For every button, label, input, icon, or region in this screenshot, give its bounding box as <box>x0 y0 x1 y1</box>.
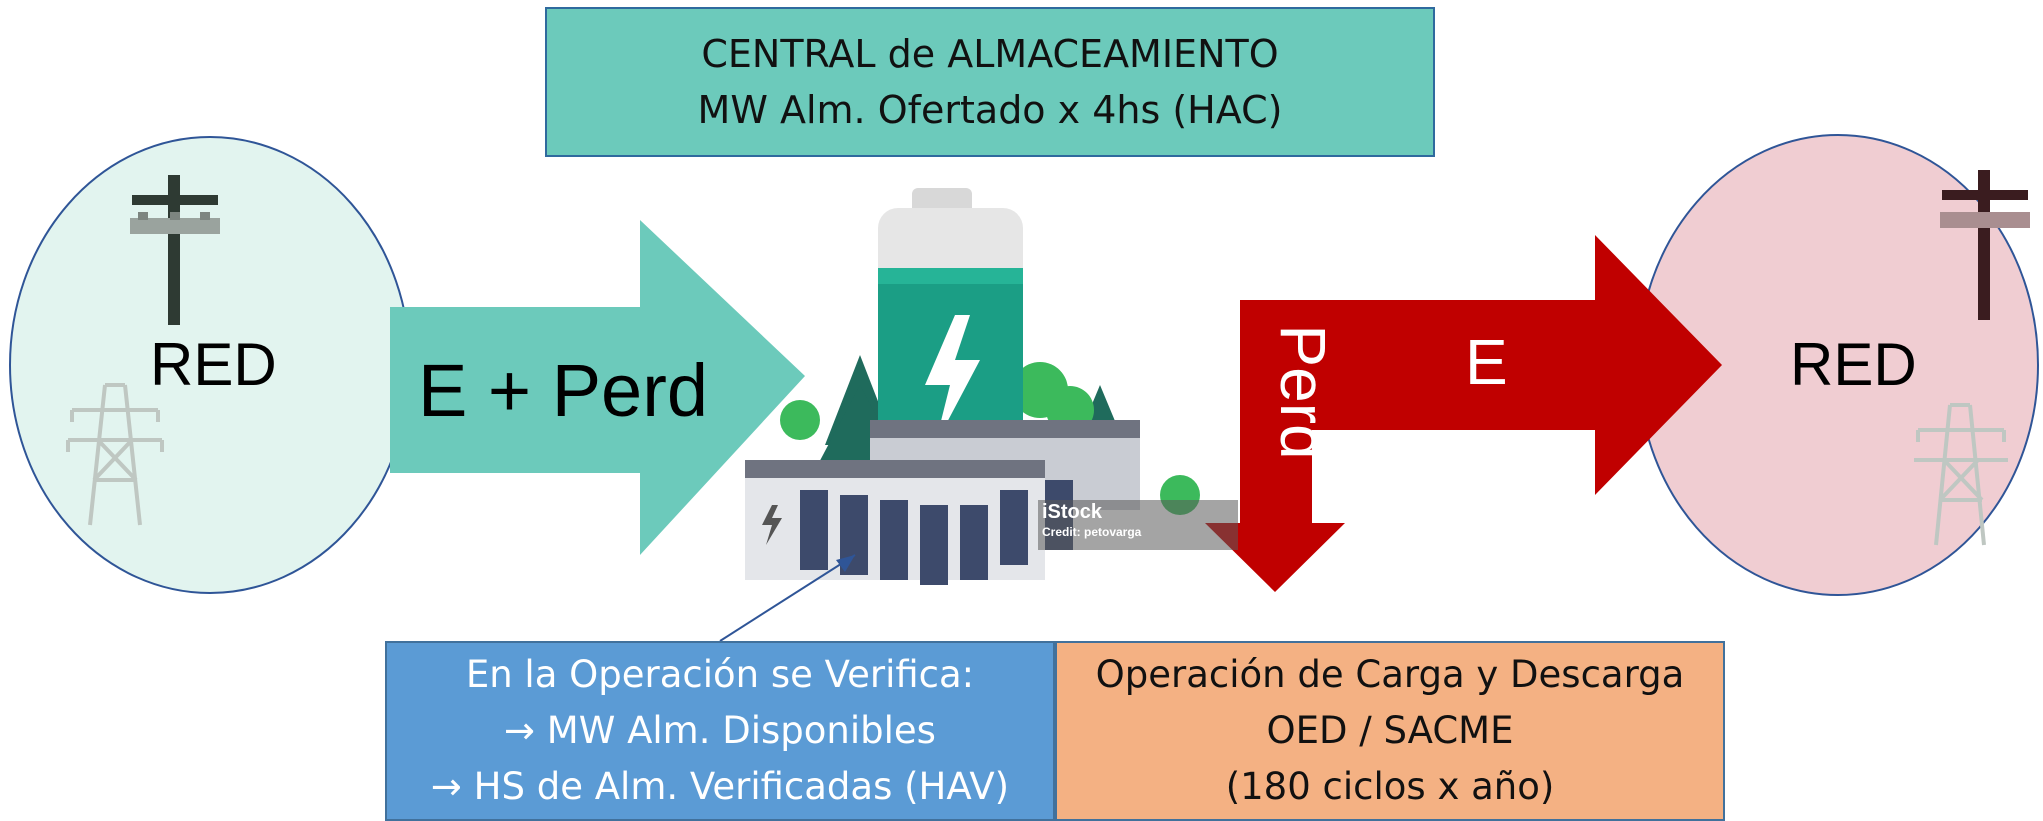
output-arrow <box>1312 235 1722 495</box>
loss-arrow-label: Perd <box>1267 324 1339 460</box>
utility-pole-icon <box>130 175 220 325</box>
utility-pole-icon <box>1940 170 2030 320</box>
connector-line <box>719 554 856 642</box>
verification-line-3: → HS de Alm. Verificadas (HAV) <box>430 765 1010 808</box>
central-storage-box: CENTRAL de ALMACEAMIENTO MW Alm. Ofertad… <box>545 7 1435 157</box>
verification-box: En la Operación se Verifica: → MW Alm. D… <box>385 641 1055 821</box>
central-subtitle: MW Alm. Ofertado x 4hs (HAC) <box>697 88 1283 132</box>
transmission-tower-icon <box>1914 403 2008 546</box>
operation-line-2: OED / SACME <box>1266 709 1514 752</box>
output-arrow-label: E <box>1465 326 1508 398</box>
stock-watermark: iStock Credit: petovarga <box>1038 500 1238 550</box>
left-network-label: RED <box>150 331 277 398</box>
verification-line-1: En la Operación se Verifica: <box>465 653 975 696</box>
operation-line-3: (180 ciclos x año) <box>1225 765 1555 808</box>
operation-box: Operación de Carga y Descarga OED / SACM… <box>1055 641 1725 821</box>
verification-line-2: → MW Alm. Disponibles <box>504 709 936 752</box>
right-network-label: RED <box>1790 331 1917 398</box>
watermark-brand: iStock <box>1042 501 1103 523</box>
connector-arrowhead <box>836 555 855 572</box>
input-arrow <box>390 220 805 555</box>
watermark-credit: Credit: petovarga <box>1042 525 1142 539</box>
central-title: CENTRAL de ALMACEAMIENTO <box>701 32 1279 76</box>
input-arrow-label: E + Perd <box>418 349 709 432</box>
transmission-tower-icon <box>66 383 164 526</box>
loss-arrow <box>1205 300 1345 592</box>
operation-line-1: Operación de Carga y Descarga <box>1095 653 1685 696</box>
